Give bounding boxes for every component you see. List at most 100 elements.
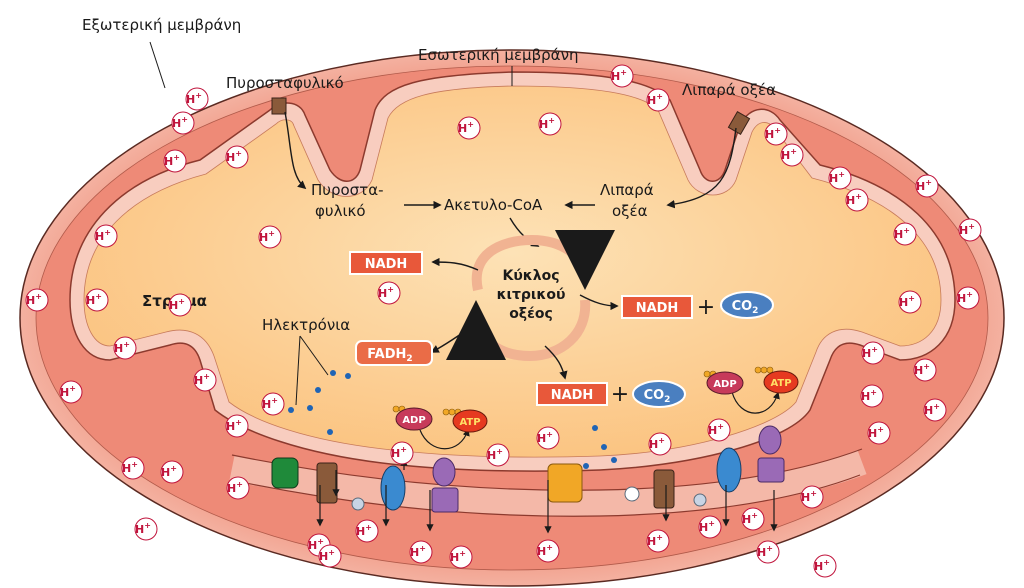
svg-text:NADH: NADH — [365, 257, 408, 272]
complex-iii — [316, 462, 338, 504]
svg-text:H+: H+ — [959, 222, 975, 237]
h-ion-icon: H+ — [536, 426, 560, 450]
fatty-acids-transport-label: Λιπαρά οξέα — [682, 81, 776, 99]
pyruvate-label-2: φυλικό — [315, 202, 366, 220]
h-ion-icon: H+ — [956, 286, 980, 310]
citric-cycle-arrow-top — [471, 229, 615, 292]
h-ion-icon: H+ — [845, 188, 869, 212]
inner-membrane-label: Εσωτερική μεμβράνη — [418, 46, 578, 64]
atp-synthase-right-head — [758, 425, 782, 455]
nadh-box-left: NADH — [349, 251, 423, 275]
svg-text:H+: H+ — [378, 285, 394, 300]
svg-text:H+: H+ — [135, 521, 151, 536]
acetyl-coa-label: Ακετυλο-CoA — [444, 196, 543, 214]
h-ion-icon: H+ — [168, 293, 192, 317]
h-ion-icon: H+ — [646, 88, 670, 112]
fatty-acids-label-1: Λιπαρά — [600, 181, 654, 199]
outer-membrane-label: Εξωτερική μεμβράνη — [82, 16, 241, 34]
h-ion-icon: H+ — [536, 539, 560, 563]
ubiquinone — [624, 486, 640, 502]
svg-text:NADH: NADH — [636, 301, 679, 316]
svg-text:NADH: NADH — [551, 388, 594, 403]
electrons-label: Ηλεκτρόνια — [262, 316, 350, 334]
svg-text:H+: H+ — [647, 92, 663, 107]
h-ion-icon: H+ — [648, 432, 672, 456]
svg-text:H+: H+ — [319, 548, 335, 563]
svg-text:FADH2: FADH2 — [367, 347, 412, 364]
svg-text:H+: H+ — [259, 229, 275, 244]
svg-text:H+: H+ — [814, 558, 830, 573]
svg-text:H+: H+ — [647, 533, 663, 548]
pyruvate-label-1: Πυροστα- — [311, 181, 384, 199]
h-ion-icon: H+ — [923, 398, 947, 422]
svg-text:H+: H+ — [487, 447, 503, 462]
svg-text:H+: H+ — [537, 430, 553, 445]
fatty-acid-channel — [727, 111, 751, 135]
svg-text:H+: H+ — [846, 192, 862, 207]
h-ion-icon: H+ — [913, 358, 937, 382]
h-ion-icon: H+ — [707, 418, 731, 442]
h-ion-icon: H+ — [85, 288, 109, 312]
h-ion-icon: H+ — [764, 122, 788, 146]
h-ion-icon: H+ — [226, 476, 250, 500]
svg-text:H+: H+ — [122, 460, 138, 475]
svg-text:H+: H+ — [114, 340, 130, 355]
complex-iv-right — [716, 447, 742, 493]
svg-text:H+: H+ — [161, 464, 177, 479]
svg-text:H+: H+ — [458, 120, 474, 135]
h-ion-icon: H+ — [538, 112, 562, 136]
h-ion-icon: H+ — [860, 384, 884, 408]
h-ion-icon: H+ — [800, 485, 824, 509]
svg-text:H+: H+ — [916, 178, 932, 193]
svg-text:H+: H+ — [227, 480, 243, 495]
fadh2-box: FADH2 — [355, 340, 433, 366]
svg-text:H+: H+ — [95, 228, 111, 243]
complex-iii-right — [653, 469, 675, 509]
h-ion-icon: H+ — [193, 368, 217, 392]
h-ion-icon: H+ — [861, 341, 885, 365]
svg-text:H+: H+ — [194, 372, 210, 387]
pyruvate-channel — [271, 97, 287, 115]
svg-text:H+: H+ — [611, 68, 627, 83]
co2-oval-bottom: CO2 — [632, 380, 686, 408]
svg-text:H+: H+ — [649, 436, 665, 451]
svg-text:H+: H+ — [862, 345, 878, 360]
h-ion-icon: H+ — [225, 414, 249, 438]
h-ion-icon: H+ — [25, 288, 49, 312]
fatty-acids-label-2: οξέα — [612, 202, 648, 220]
h-ion-icon: H+ — [646, 529, 670, 553]
svg-text:H+: H+ — [765, 126, 781, 141]
h-ion-icon: H+ — [486, 443, 510, 467]
h-ion-icon: H+ — [813, 554, 837, 578]
svg-text:ATP: ATP — [770, 378, 791, 389]
atp-synthase-left-base — [431, 487, 459, 513]
nadh-box-bottom: NADH — [536, 382, 608, 406]
proton-ions: H+ H+ H+ H+ H+ H+ H+ H+ H+ H+ H+ H+ H+ H+ H+ H+ H+ H+ H+ H+… — [25, 64, 982, 578]
atp-synthase-right-base — [757, 457, 785, 483]
svg-text:H+: H+ — [781, 147, 797, 162]
svg-text:H+: H+ — [356, 523, 372, 538]
svg-text:H+: H+ — [308, 537, 324, 552]
svg-text:H+: H+ — [537, 543, 553, 558]
svg-text:H+: H+ — [172, 115, 188, 130]
cristae-band — [229, 449, 867, 517]
h-ion-icon: H+ — [915, 174, 939, 198]
h-ion-icon: H+ — [741, 507, 765, 531]
svg-text:H+: H+ — [164, 153, 180, 168]
h-ion-icon: H+ — [449, 545, 473, 569]
plus-sign-bottom: + — [611, 382, 629, 407]
h-ion-icon: H+ — [457, 116, 481, 140]
h-ion-icon: H+ — [698, 515, 722, 539]
svg-text:H+: H+ — [708, 422, 724, 437]
h-ion-icon: H+ — [121, 456, 145, 480]
h-ion-icon: H+ — [355, 519, 379, 543]
cytochrome-c-right — [693, 493, 707, 507]
atp-oval-left: ATP — [452, 409, 488, 433]
h-ion-icon: H+ — [258, 225, 282, 249]
cycle-label-1: Κύκλος — [502, 268, 559, 284]
svg-text:H+: H+ — [894, 226, 910, 241]
h-ion-icon: H+ — [780, 143, 804, 167]
proton-flow-arrows — [316, 458, 778, 534]
plus-sign-right: + — [697, 295, 715, 320]
